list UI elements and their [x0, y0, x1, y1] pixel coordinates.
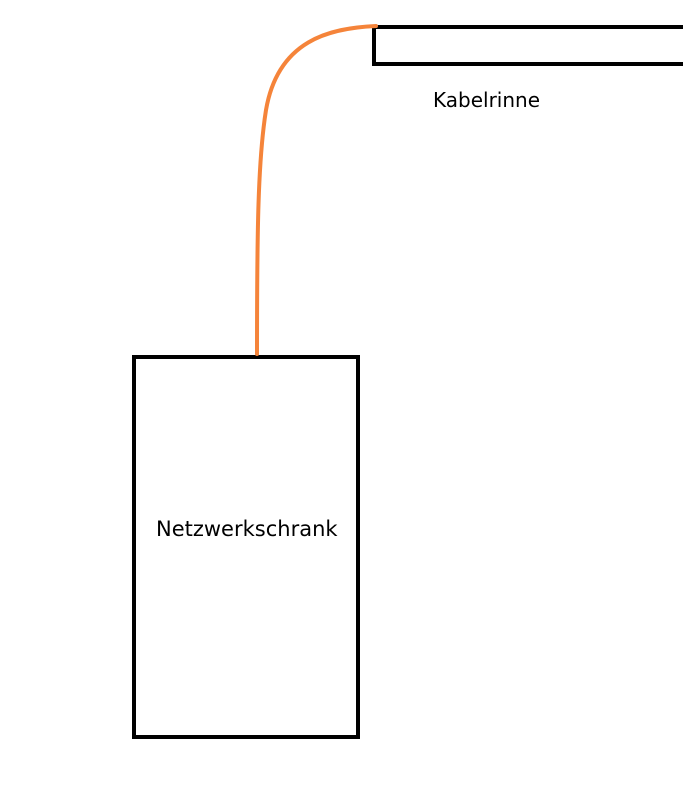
cable-tray-label: Kabelrinne	[433, 88, 541, 112]
cable-tray-outline	[372, 25, 683, 66]
network-cabinet-outline	[132, 355, 360, 739]
network-cabinet-label: Netzwerkschrank	[156, 517, 338, 541]
cable-line	[255, 24, 378, 356]
